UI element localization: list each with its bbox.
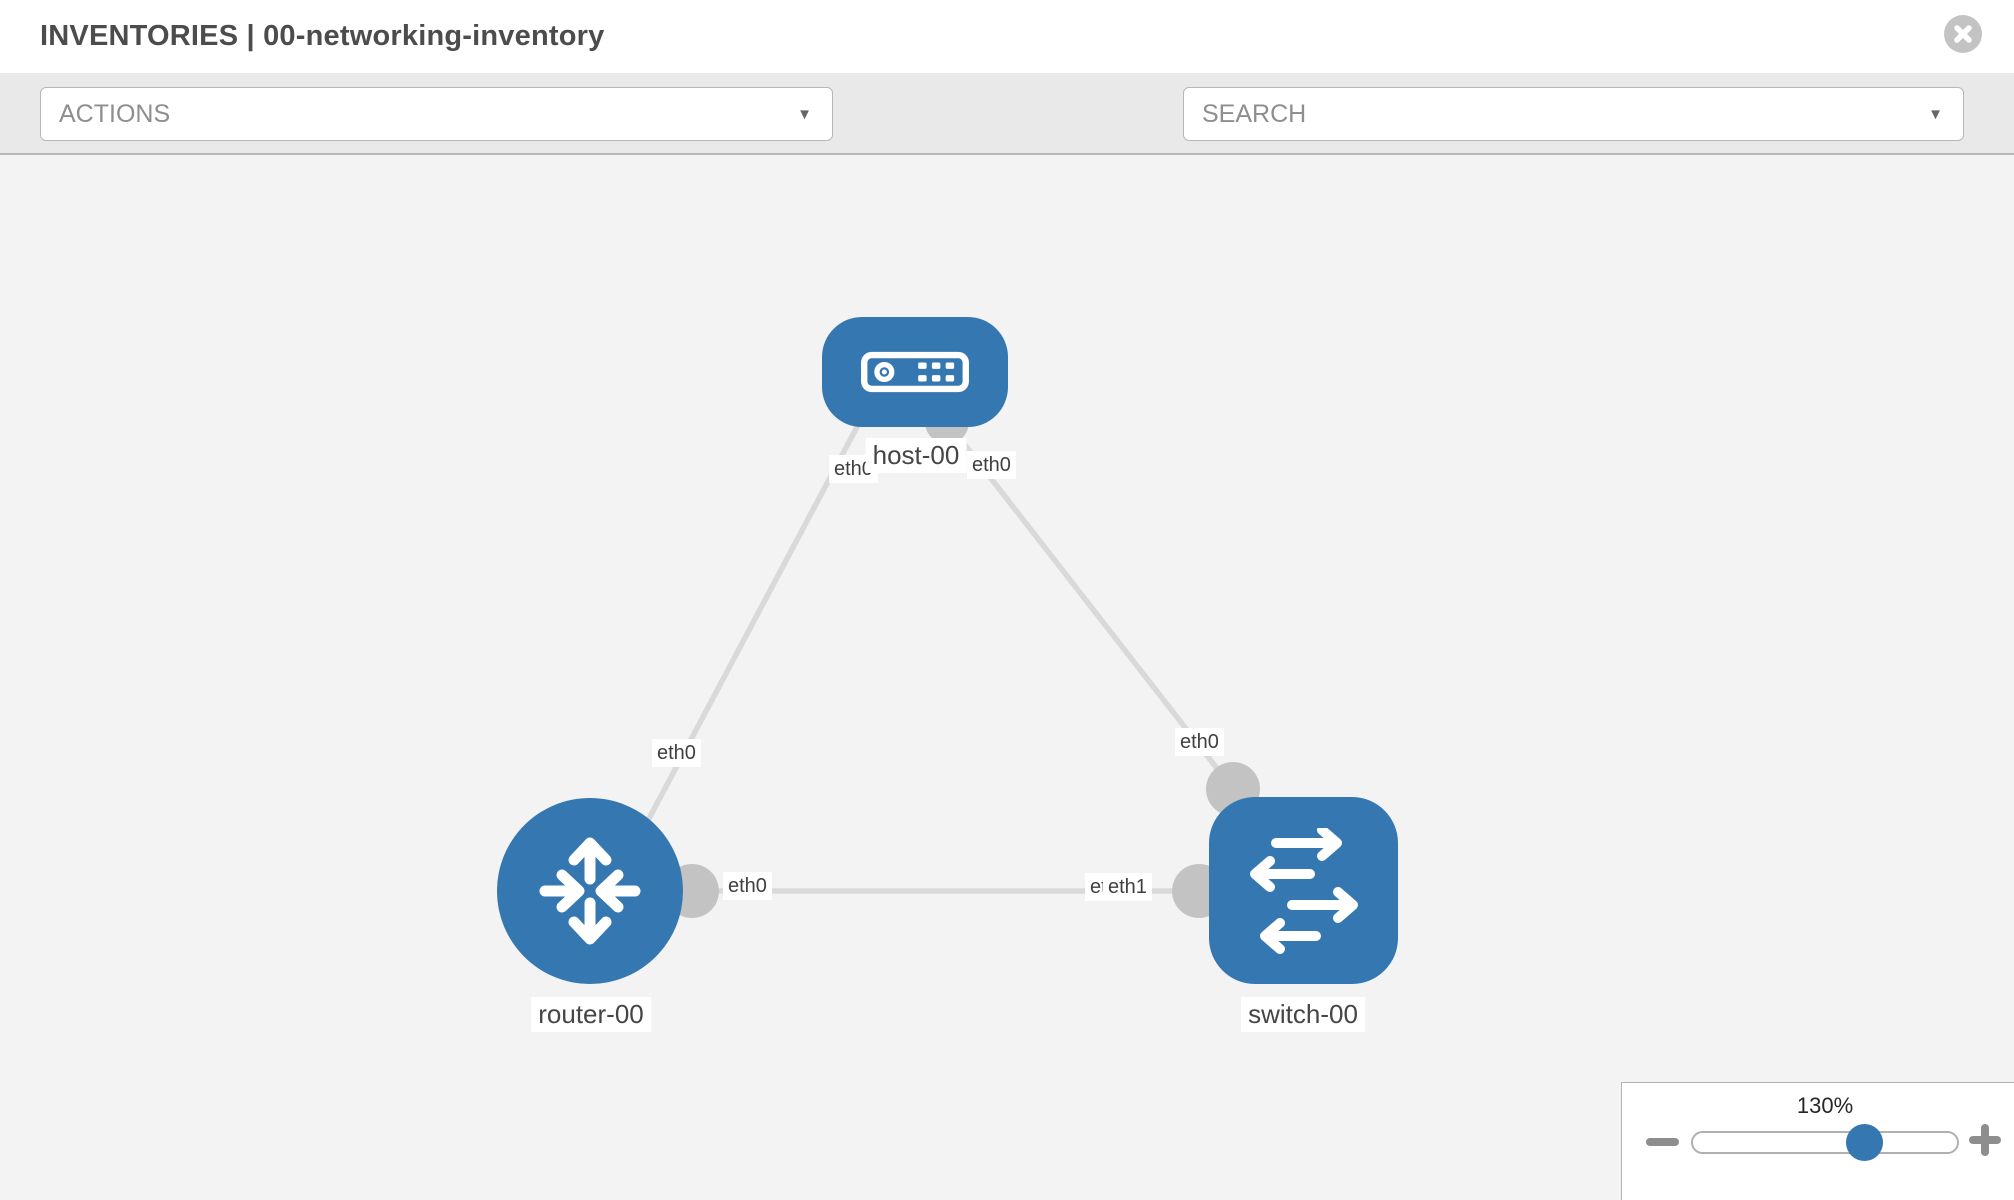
interface-label: eth1	[1103, 873, 1152, 901]
router-arrows-icon	[539, 837, 641, 945]
zoom-in-button[interactable]	[1969, 1124, 2001, 1156]
search-dropdown[interactable]: SEARCH ▼	[1183, 87, 1964, 141]
actions-dropdown[interactable]: ACTIONS ▼	[40, 87, 833, 141]
header: INVENTORIES | 00-networking-inventory	[0, 0, 2014, 73]
node-label: switch-00	[1241, 997, 1365, 1033]
zoom-out-button[interactable]	[1646, 1138, 1679, 1146]
chevron-down-icon: ▼	[1928, 105, 1943, 123]
actions-dropdown-label: ACTIONS	[59, 99, 171, 128]
node-label: host-00	[865, 438, 967, 474]
interface-label: eth0	[723, 872, 772, 900]
interface-label: eth0	[652, 739, 701, 767]
interface-label: eth0	[1175, 728, 1224, 756]
interface-label: eth0	[967, 451, 1016, 479]
node-label: router-00	[531, 997, 651, 1033]
toolbar: ACTIONS ▼ SEARCH ▼	[0, 73, 2014, 210]
close-icon	[1954, 25, 1972, 43]
search-dropdown-label: SEARCH	[1202, 99, 1307, 128]
link-host-switch[interactable]	[944, 420, 1236, 791]
page-title: INVENTORIES | 00-networking-inventory	[40, 20, 605, 52]
switch-arrows-icon	[1249, 827, 1358, 954]
node-router-00[interactable]	[497, 798, 683, 984]
zoom-panel: 130%	[1621, 1082, 2014, 1200]
node-switch-00[interactable]	[1209, 797, 1398, 984]
topology-canvas[interactable]: eth0eth0eth0eth0eth0eth0eth1host-00route…	[0, 155, 2014, 1200]
zoom-slider[interactable]	[1691, 1124, 1959, 1161]
close-button[interactable]	[1944, 15, 1982, 53]
chevron-down-icon: ▼	[797, 105, 812, 123]
server-icon	[861, 351, 969, 393]
topology-node-layer: eth0eth0eth0eth0eth0eth0eth1host-00route…	[0, 155, 2014, 1200]
zoom-slider-thumb[interactable]	[1846, 1124, 1883, 1161]
node-host-00[interactable]	[822, 317, 1008, 427]
zoom-level-value: 130%	[1796, 1093, 1854, 1118]
